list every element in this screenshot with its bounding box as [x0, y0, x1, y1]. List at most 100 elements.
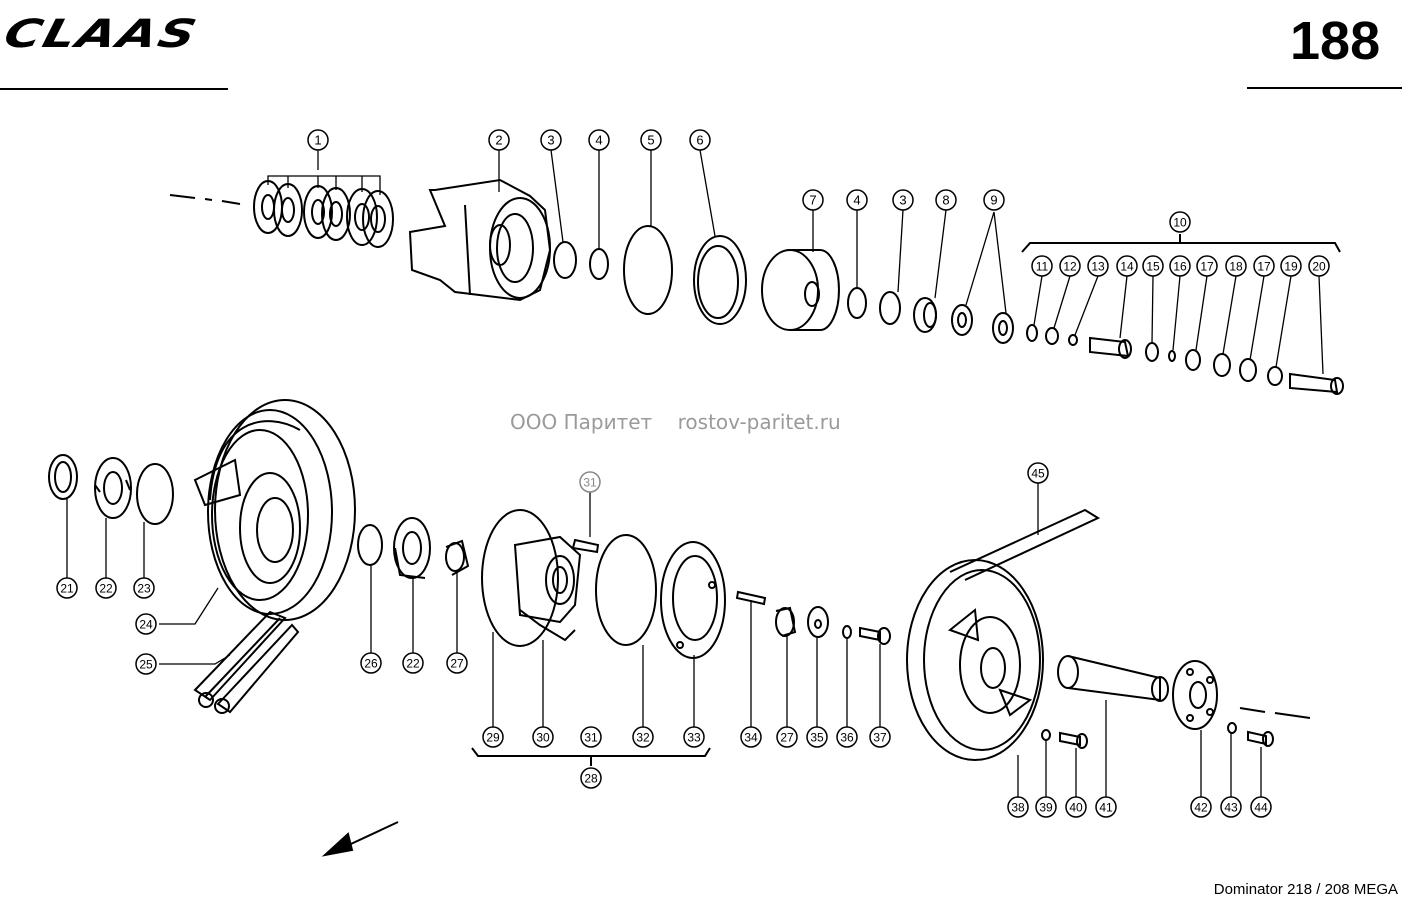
callout-label-8: 8: [942, 193, 949, 208]
callout-label-9: 9: [990, 193, 997, 208]
part-4-circlip-a: [589, 248, 609, 280]
callout-label-40: 40: [1069, 801, 1083, 815]
callout-label-24: 24: [139, 618, 153, 632]
part-22-bearing-a: [94, 457, 132, 519]
callout-label-25: 25: [139, 658, 153, 672]
callout-circle-5: [640, 129, 662, 151]
callout-circle-24: [135, 613, 157, 635]
callout-label-37: 37: [873, 731, 887, 745]
callout-label-36: 36: [840, 731, 854, 745]
part-23-circlip: [136, 463, 174, 525]
callout-label-30: 30: [536, 731, 550, 745]
callout-label-28: 28: [584, 772, 598, 786]
callout-circle-32: [632, 726, 654, 748]
brand-underline: [0, 88, 228, 90]
callout-circle-17b: [1253, 255, 1275, 277]
part-22-bearing-b: [393, 517, 431, 579]
callout-circle-15: [1142, 255, 1164, 277]
callout-circle-26: [360, 652, 382, 674]
part-26-ring: [357, 524, 383, 566]
callout-label-4a: 4: [595, 133, 602, 148]
callout-circle-29: [482, 726, 504, 748]
page-number: 188: [1290, 11, 1381, 71]
callout-circle-3a: [540, 129, 562, 151]
callout-label-17b: 17: [1257, 260, 1271, 274]
part-21-seal: [48, 454, 78, 500]
callout-circle-13: [1087, 255, 1109, 277]
callout-circle-34: [740, 726, 762, 748]
part-44-bolt: [1247, 730, 1274, 747]
callout-label-20: 20: [1312, 260, 1326, 274]
part-8-bushing: [913, 297, 937, 333]
callout-circle-1: [307, 129, 329, 151]
callout-label-22a: 22: [99, 582, 113, 596]
part-3-ring-a: [553, 241, 577, 279]
model-caption: Dominator 218 / 208 MEGA: [1213, 881, 1398, 898]
callout-label-32: 32: [636, 731, 650, 745]
part-4-circlip-b: [847, 287, 867, 319]
callout-label-17a: 17: [1200, 260, 1214, 274]
callout-circle-31a: [579, 471, 601, 493]
part-1-shims: [253, 180, 394, 248]
callout-circle-23: [133, 577, 155, 599]
callout-label-27a: 27: [450, 657, 464, 671]
callout-circle-37: [869, 726, 891, 748]
callout-label-3a: 3: [547, 133, 554, 148]
callout-label-4b: 4: [853, 193, 860, 208]
callout-label-43: 43: [1224, 801, 1238, 815]
callout-circle-4a: [588, 129, 610, 151]
callout-circle-22a: [95, 577, 117, 599]
part-34-pin: [735, 590, 767, 606]
callout-label-13: 13: [1091, 260, 1105, 274]
callout-circle-19: [1280, 255, 1302, 277]
callout-circle-12: [1059, 255, 1081, 277]
part-42-flange: [1172, 660, 1218, 730]
callout-circle-6: [689, 129, 711, 151]
callout-label-2: 2: [495, 133, 502, 148]
part-7-drum: [761, 249, 840, 331]
callout-circle-18: [1225, 255, 1247, 277]
part-41-shaft: [1057, 655, 1169, 702]
callout-label-33: 33: [687, 731, 701, 745]
callout-label-31a: 31: [583, 476, 597, 490]
callout-circle-9: [983, 189, 1005, 211]
callout-label-42: 42: [1194, 801, 1208, 815]
bracket-10: [1021, 234, 1341, 253]
callout-label-14: 14: [1120, 260, 1134, 274]
callout-label-15: 15: [1146, 260, 1160, 274]
callout-label-22b: 22: [406, 657, 420, 671]
bracket-28: [471, 747, 711, 766]
part-37-bolt: [859, 626, 891, 645]
callout-label-21: 21: [60, 582, 74, 596]
callout-circle-27a: [446, 652, 468, 674]
callout-label-34: 34: [744, 731, 758, 745]
callout-label-38: 38: [1011, 801, 1025, 815]
callout-circle-44: [1250, 796, 1272, 818]
watermark: ООО Паритет rostov-paritet.ru: [510, 410, 841, 434]
axis-line-bottom: [1239, 707, 1311, 719]
part-32-ring: [595, 534, 657, 646]
callout-circle-7: [802, 189, 824, 211]
callout-circle-39: [1035, 796, 1057, 818]
callout-label-6: 6: [696, 133, 703, 148]
callout-label-19: 19: [1284, 260, 1298, 274]
callout-circle-42: [1190, 796, 1212, 818]
callout-circle-21: [56, 577, 78, 599]
callout-circle-3b: [892, 189, 914, 211]
callout-circle-43: [1220, 796, 1242, 818]
part-29-plate: [481, 509, 559, 647]
part-27-bushing-a: [445, 539, 470, 576]
callout-label-12: 12: [1063, 260, 1077, 274]
part-40-bolt: [1059, 731, 1088, 749]
callout-circle-8: [935, 189, 957, 211]
callout-circle-2: [488, 129, 510, 151]
callout-label-26: 26: [364, 657, 378, 671]
part-38-pulley: [906, 559, 1044, 761]
callout-label-45: 45: [1031, 467, 1045, 481]
watermark-company: ООО Паритет: [510, 410, 653, 434]
callout-circle-27b: [776, 726, 798, 748]
axis-line-top: [169, 194, 241, 205]
callout-label-41: 41: [1099, 801, 1113, 815]
